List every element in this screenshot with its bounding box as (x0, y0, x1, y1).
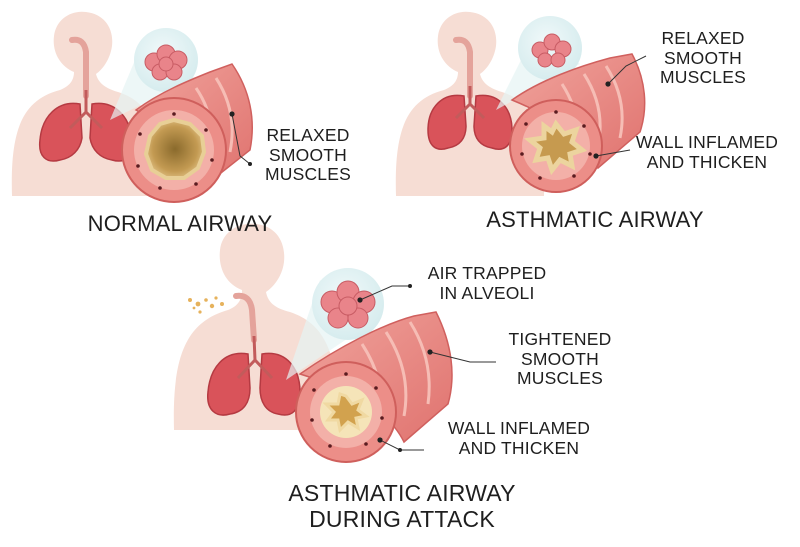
wall-dots (310, 372, 384, 448)
air-trapped-label: AIR TRAPPED IN ALVEOLI (427, 263, 547, 303)
trachea-icon (236, 335, 274, 380)
trachea-icon (68, 90, 104, 130)
leader-line-normal-muscles (231, 113, 251, 165)
leader-dot (408, 284, 412, 288)
asthmatic-airway-figure (395, 11, 647, 197)
left-lung-icon (207, 352, 251, 416)
alveoli-cluster-icon (144, 44, 188, 81)
left-lung-icon (427, 94, 467, 150)
alveoli-cluster-icon (531, 33, 572, 68)
attack-airway-figure (173, 223, 496, 463)
left-lung-icon (38, 102, 83, 162)
normal-muscles-label: RELAXED SMOOTH MUSCLES (264, 125, 351, 185)
leader-dot (248, 162, 252, 166)
leader-line-tightened-muscles (429, 351, 496, 363)
leader-dot (605, 81, 611, 87)
leader-dot (357, 297, 363, 303)
leader-dot (593, 153, 599, 159)
trapped-alveoli-icon (320, 280, 376, 329)
asthmatic-wall-label: WALL INFLAMED AND THICKEN (635, 132, 779, 172)
throat-icon (453, 36, 473, 99)
leader-dot (377, 437, 383, 443)
leader-line-asthmatic-wall (595, 149, 631, 157)
leader-dot (427, 349, 433, 355)
leader-line-asthmatic-muscles (607, 55, 647, 85)
normal-airway-caption: NORMAL AIRWAY (87, 211, 273, 236)
wall-dots (520, 110, 592, 180)
normal-lumen (143, 117, 207, 180)
tightened-muscles-label: TIGHTENED SMOOTH MUSCLES (508, 329, 612, 389)
throat-icon (69, 36, 89, 99)
wall-dots (136, 112, 214, 190)
throat-icon (233, 292, 257, 343)
normal-airway-figure (11, 11, 253, 203)
asthmatic-muscles-label: RELAXED SMOOTH MUSCLES (659, 28, 746, 88)
asthmatic-airway-caption: ASTHMATIC AIRWAY (486, 207, 704, 232)
leader-dot (229, 111, 235, 117)
attack-airway-caption: ASTHMATIC AIRWAY DURING ATTACK (288, 480, 516, 532)
leader-line-air-trapped (359, 285, 410, 301)
attack-wall-label: WALL INFLAMED AND THICKEN (447, 418, 591, 458)
trachea-icon (454, 86, 486, 120)
narrowed-lumen (523, 119, 588, 176)
exhaled-air-particles (188, 296, 224, 314)
constricted-lumen (322, 392, 370, 434)
leader-dot (398, 448, 402, 452)
